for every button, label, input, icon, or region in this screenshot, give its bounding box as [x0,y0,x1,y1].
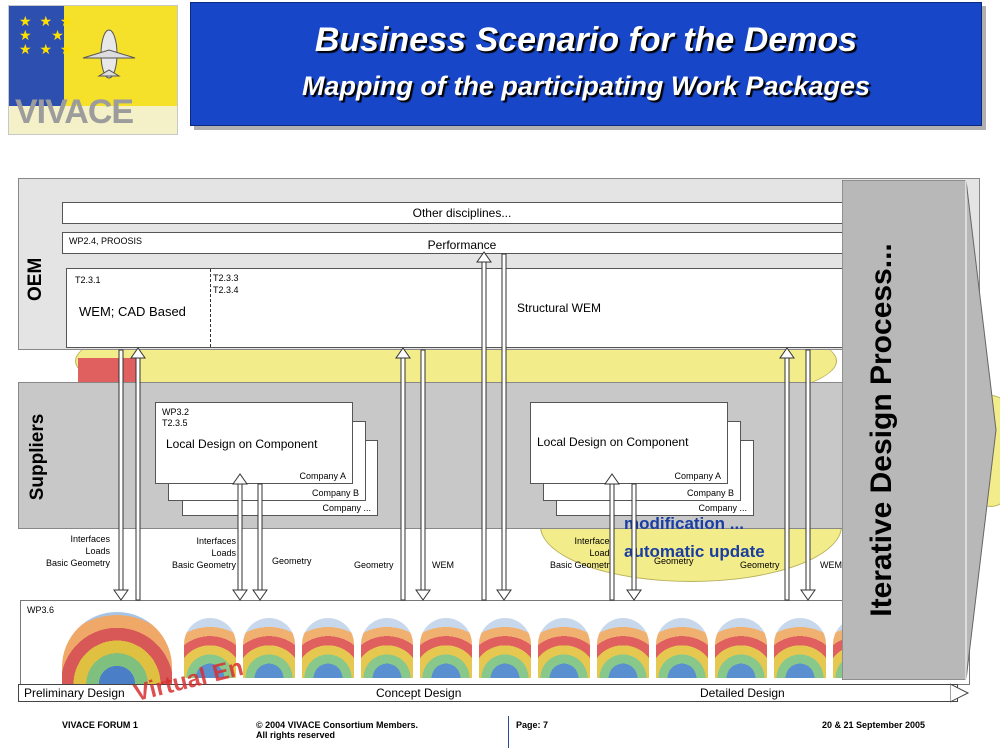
footer-divider [508,716,509,748]
local-design-card-left: WP3.2 T2.3.5 Local Design on Component C… [155,402,353,484]
t231-label: T2.3.1 [75,275,101,285]
iterative-label: Iterative Design Process... [865,243,898,617]
loads-text: Loads [589,548,614,558]
fan-diagram [243,618,295,678]
footer-page: Page: 7 [516,720,549,730]
arrow-pair-3 [395,347,431,601]
fan-diagram [302,618,354,678]
logo-stars-icon: ★ ★ ★★ ★★ ★ ★ [19,13,75,57]
company-a-left: Company A [299,471,346,481]
slide-subtitle: Mapping of the participating Work Packag… [301,71,871,101]
company-b-left: Company B [311,488,359,498]
company-a-right: Company A [674,471,721,481]
arrow-pair-2 [232,473,268,601]
interfaces-text: Interfaces [574,536,614,546]
loads-text: Loads [85,546,110,556]
performance-box: WP2.4, PROOSIS Performance [62,232,862,254]
local-design-right-title: Local Design on Component [537,435,689,449]
t235-label: T2.3.5 [162,418,188,428]
modification-text: modification ... [624,514,744,533]
interfaces-text: Interfaces [70,534,110,544]
fan-diagram [361,618,413,678]
basic-geometry-text: Basic Geometry [549,560,614,570]
phase-preliminary: Preliminary Design [24,686,125,700]
performance-label: Performance [427,238,497,252]
fan-diagram [715,618,767,678]
interfaces-label-1: Interfaces Loads Basic Geometry [38,533,110,569]
automatic-update-text: automatic update [624,542,765,561]
wp32-label: WP3.2 [162,407,190,417]
structural-wem-label: Structural WEM [517,301,602,315]
copyright-line2: All rights reserved [256,730,336,740]
fan-diagram [420,618,472,678]
local-design-left-title: Local Design on Component [166,437,318,451]
wp24-label: WP2.4, PROOSIS [69,236,143,246]
arrow-pair-6 [779,347,816,601]
footer-copyright: © 2004 VIVACE Consortium Members. All ri… [256,720,418,740]
fan-diagram [774,618,826,678]
interfaces-text: Interfaces [196,536,236,546]
footer-date: 20 & 21 September 2005 [822,720,926,730]
slide-title: Business Scenario for the Demos [314,21,858,59]
basic-geometry-text: Basic Geometry [171,560,236,570]
title-banner: Business Scenario for the Demos Mapping … [190,2,982,126]
arrow-pair-5 [604,473,642,601]
geometry-label-4: Geometry [740,560,780,570]
wem-label-2: WEM [820,560,842,570]
geometry-label-1: Geometry [272,556,312,566]
t233-label: T2.3.3 [213,273,239,283]
geometry-label-2: Geometry [354,560,394,570]
other-disciplines-label: Other disciplines... [412,206,512,220]
loads-text: Loads [211,548,236,558]
company-etc-left: Company ... [322,503,371,513]
fan-diagram [479,618,531,678]
fan-diagram [538,618,590,678]
fan-diagram [184,618,236,678]
arrow-pair-4 [476,251,512,601]
iterative-label-wrapper: Iterative Design Process... [865,243,898,617]
vivace-logo: ★ ★ ★★ ★★ ★ ★ VIVACE [8,5,178,135]
local-design-card-right: Local Design on Component Company A [530,402,728,484]
red-accent-shape [78,358,138,382]
wp36-label: WP3.6 [27,605,55,615]
logo-text: VIVACE [15,93,134,131]
other-disciplines-box: Other disciplines... [62,202,862,224]
arrow-pair-1 [113,347,146,601]
t234-label: T2.3.4 [213,285,239,295]
iterative-arrow [842,180,997,680]
company-etc-right: Company ... [698,503,747,513]
wem-label-1: WEM [432,560,454,570]
interfaces-label-3: Interfaces Loads Basic Geometry [540,535,614,571]
structural-box: T2.3.1 WEM; CAD Based T2.3.3 T2.3.4 Stru… [66,268,866,348]
footer-forum: VIVACE FORUM 1 [62,720,138,730]
basic-geometry-text: Basic Geometry [45,558,110,568]
phase-concept: Concept Design [376,686,462,700]
company-b-right: Company B [686,488,734,498]
fan-diagram [597,618,649,678]
airplane-icon [82,29,136,79]
divider-dashed [210,269,211,347]
phase-arrow-head [950,683,970,703]
wem-cad-label: WEM; CAD Based [79,304,186,319]
geometry-label-3: Geometry [654,556,694,566]
fan-diagram [656,618,708,678]
interfaces-label-2: Interfaces Loads Basic Geometry [162,535,236,571]
copyright-line1: © 2004 VIVACE Consortium Members. [256,720,419,730]
phase-detailed: Detailed Design [700,686,785,700]
